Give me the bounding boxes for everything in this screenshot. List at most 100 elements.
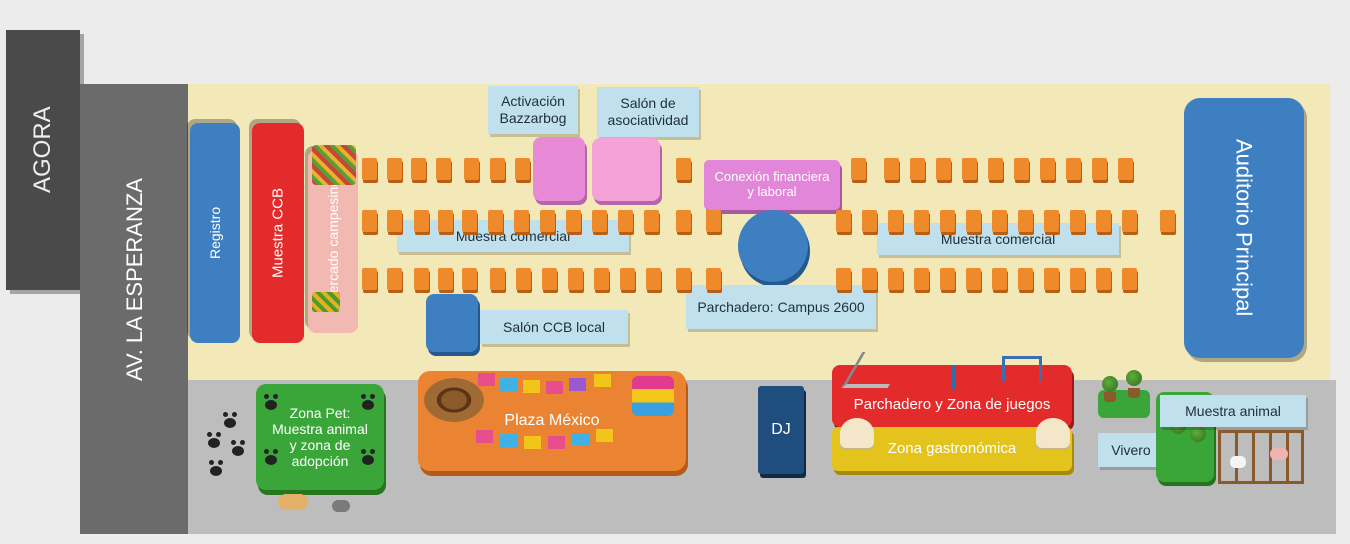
- umbrella-table-icon: [840, 418, 874, 448]
- stall: [676, 268, 691, 290]
- stall: [888, 268, 903, 290]
- stall: [914, 210, 929, 232]
- swing-icon: [1002, 356, 1042, 382]
- stall: [936, 158, 951, 180]
- avenue-label: AV. LA ESPERANZA: [122, 178, 147, 382]
- stall: [464, 158, 479, 180]
- stall: [516, 268, 531, 290]
- papel-picado-flag-icon: [478, 373, 495, 386]
- stall: [914, 268, 929, 290]
- stall: [1014, 158, 1029, 180]
- plaza-mexico-label: Plaza México: [504, 411, 600, 429]
- pinata-icon: [632, 376, 674, 416]
- umbrella-table-icon: [1036, 418, 1070, 448]
- stall: [1044, 210, 1059, 232]
- stall: [676, 158, 691, 180]
- papel-picado-flag-icon: [569, 378, 586, 391]
- papel-picado-flag-icon: [572, 433, 589, 446]
- paw-print-icon: [361, 449, 375, 465]
- stall: [594, 268, 609, 290]
- stall: [387, 210, 402, 232]
- stall: [414, 210, 429, 232]
- stall: [988, 158, 1003, 180]
- zona-gastronomica-label: Zona gastronómica: [887, 440, 1017, 458]
- stall: [1070, 210, 1085, 232]
- stall: [851, 158, 866, 180]
- zona-pet-area[interactable]: Zona Pet: Muestra animal y zona de adopc…: [256, 384, 384, 490]
- papel-picado-flag-icon: [524, 436, 541, 449]
- produce-crate-icon: [312, 292, 340, 312]
- agora-street-block: [6, 30, 80, 290]
- stall: [992, 268, 1007, 290]
- stall: [836, 210, 851, 232]
- stall: [962, 158, 977, 180]
- plant-icon: [1102, 376, 1118, 392]
- stall: [644, 210, 659, 232]
- papel-picado-flag-icon: [476, 430, 493, 443]
- plant-icon: [1126, 370, 1142, 386]
- stall: [1122, 210, 1137, 232]
- stall: [706, 210, 721, 232]
- stall: [362, 268, 377, 290]
- stall: [542, 268, 557, 290]
- salon-ccb-local-label: Salón CCB local: [480, 310, 628, 344]
- stall: [387, 158, 402, 180]
- stall: [540, 210, 555, 232]
- paw-print-icon: [231, 440, 245, 456]
- stall: [362, 158, 377, 180]
- dj-booth[interactable]: DJ: [758, 386, 804, 474]
- stall: [888, 210, 903, 232]
- registro-area[interactable]: Registro: [190, 123, 240, 343]
- campus-dome[interactable]: [738, 210, 808, 282]
- stall: [940, 210, 955, 232]
- papel-picado-flag-icon: [596, 429, 613, 442]
- zona-gastronomica-area[interactable]: Zona gastronómica: [832, 427, 1072, 471]
- stall: [1018, 268, 1033, 290]
- stall: [387, 268, 402, 290]
- zona-pet-label: Zona Pet: Muestra animal y zona de adopc…: [272, 404, 368, 470]
- stall: [436, 158, 451, 180]
- paw-print-icon: [264, 449, 278, 465]
- stall: [462, 210, 477, 232]
- stall: [676, 210, 691, 232]
- pot-icon: [1104, 392, 1116, 402]
- produce-crate-icon: [312, 145, 356, 185]
- stall: [1122, 268, 1137, 290]
- climbing-pole-icon: [952, 366, 956, 390]
- parchadero-juegos-label: Parchadero y Zona de juegos: [853, 395, 1051, 413]
- stall: [706, 268, 721, 290]
- stall: [1066, 158, 1081, 180]
- sombrero-icon: [424, 378, 484, 422]
- plant-icon: [1190, 426, 1206, 442]
- papel-picado-flag-icon: [594, 374, 611, 387]
- stall: [490, 158, 505, 180]
- muestra-ccb-area[interactable]: Muestra CCB: [252, 123, 304, 343]
- activacion-bazzarbog-block[interactable]: [533, 137, 585, 201]
- stall: [514, 210, 529, 232]
- conexion-area[interactable]: Conexión financiera y laboral: [704, 160, 840, 210]
- stall: [515, 158, 530, 180]
- stall: [1040, 158, 1055, 180]
- auditorio-principal-area[interactable]: Auditorio Principal: [1184, 98, 1304, 358]
- stall: [618, 210, 633, 232]
- stall: [1044, 268, 1059, 290]
- stall: [966, 268, 981, 290]
- stall: [940, 268, 955, 290]
- stall: [646, 268, 661, 290]
- vivero-label[interactable]: Vivero: [1098, 433, 1164, 467]
- dog-icon: [278, 494, 308, 510]
- salon-asociatividad-label: Salón de asociatividad: [597, 87, 699, 137]
- papel-picado-flag-icon: [548, 436, 565, 449]
- salon-asociatividad-block[interactable]: [592, 138, 660, 201]
- muestra-comercial-left[interactable]: Muestra comercial: [397, 220, 629, 252]
- muestra-ccb-label: Muestra CCB: [269, 187, 287, 279]
- parchadero-campus-label[interactable]: Parchadero: Campus 2600: [686, 285, 876, 329]
- stall: [566, 210, 581, 232]
- stall: [462, 268, 477, 290]
- stall: [490, 268, 505, 290]
- stall: [992, 210, 1007, 232]
- papel-picado-flag-icon: [500, 378, 517, 391]
- activacion-bazzarbog-label: Activación Bazzarbog: [488, 86, 578, 134]
- salon-ccb-local-block[interactable]: [426, 294, 478, 352]
- paw-print-icon: [223, 412, 237, 428]
